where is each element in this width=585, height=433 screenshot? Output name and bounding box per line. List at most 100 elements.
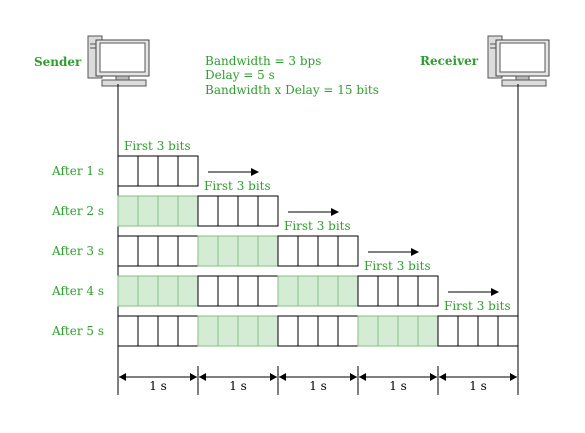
first-3-bits-label: First 3 bits (284, 219, 351, 233)
bit-block-outline (357, 275, 439, 307)
axis-arrow-right (510, 373, 517, 381)
delay-text: Delay = 5 s (205, 68, 275, 82)
bit-cell-filled (357, 315, 379, 347)
bit-cell-filled (377, 315, 399, 347)
axis-arrow-right (270, 373, 277, 381)
bit-cell (197, 275, 219, 307)
bit-cell (357, 275, 379, 307)
bit-cell (157, 155, 179, 187)
first-3-bits-label: First 3 bits (444, 299, 511, 313)
bit-cell-filled (137, 195, 159, 227)
bit-cell (237, 195, 259, 227)
bit-cell (417, 275, 439, 307)
first-3-bits-label: First 3 bits (364, 259, 431, 273)
bit-cell (237, 275, 259, 307)
axis-arrow-left (359, 373, 366, 381)
bit-cell (177, 315, 199, 347)
bit-cell (257, 275, 279, 307)
bit-cell-filled (257, 315, 279, 347)
bit-cell (277, 315, 299, 347)
bit-cell-filled (177, 195, 199, 227)
sender-label: Sender (34, 55, 82, 69)
row-label: After 4 s (51, 284, 104, 298)
axis-arrow-right (430, 373, 437, 381)
bit-block-outline (277, 235, 359, 267)
time-interval-label: 1 s (229, 379, 247, 393)
bit-cell (257, 195, 279, 227)
first-3-bits-label: First 3 bits (204, 179, 271, 193)
bit-block-outline (197, 195, 279, 227)
bit-cell-filled (137, 275, 159, 307)
bit-cell-filled (157, 195, 179, 227)
bit-cell (137, 315, 159, 347)
row-label: After 5 s (51, 324, 104, 338)
bit-cell-filled (217, 315, 239, 347)
axis-arrow-left (439, 373, 446, 381)
bit-block-outline (117, 155, 199, 187)
bit-cell-filled (277, 275, 299, 307)
bit-cell (157, 315, 179, 347)
axis-arrow-left (279, 373, 286, 381)
bit-cell-filled (417, 315, 439, 347)
bit-cell (377, 275, 399, 307)
bit-cell (217, 275, 239, 307)
bit-cell-filled (397, 315, 419, 347)
row-label: After 1 s (51, 164, 104, 178)
receiver-label: Receiver (420, 54, 479, 68)
bit-cell-filled (337, 275, 359, 307)
bit-cell (457, 315, 479, 347)
bit-cell (177, 235, 199, 267)
bit-cell (277, 235, 299, 267)
bit-block-outline (437, 315, 519, 347)
bandwidth-delay-product-text: Bandwidth x Delay = 15 bits (205, 83, 379, 97)
row-label: After 3 s (51, 244, 104, 258)
time-axis: 1 s 1 s 1 s 1 s 1 s (117, 366, 519, 395)
bit-cell (197, 195, 219, 227)
bit-cell-filled (317, 275, 339, 307)
bit-cell (397, 275, 419, 307)
bit-cell-filled (217, 235, 239, 267)
axis-arrow-left (119, 373, 126, 381)
sender-computer-icon (87, 35, 150, 87)
bit-cell (177, 155, 199, 187)
bit-cell-filled (157, 275, 179, 307)
bit-cell-filled (297, 275, 319, 307)
bit-cell (137, 155, 159, 187)
axis-arrow-right (350, 373, 357, 381)
bit-cell (117, 315, 139, 347)
bit-cell (337, 315, 359, 347)
bit-cell (117, 155, 139, 187)
bit-cell-filled (197, 235, 219, 267)
bit-cell (137, 235, 159, 267)
bit-cell (317, 235, 339, 267)
bit-cell-filled (177, 275, 199, 307)
bit-cell (117, 235, 139, 267)
bit-cell (217, 195, 239, 227)
time-interval-label: 1 s (389, 379, 407, 393)
first-3-bits-label: First 3 bits (124, 139, 191, 153)
bit-cell (317, 315, 339, 347)
bit-cell (337, 235, 359, 267)
bit-cell (297, 315, 319, 347)
receiver-computer-icon (487, 35, 550, 87)
bit-cell (157, 235, 179, 267)
axis-arrow-left (199, 373, 206, 381)
bit-cell (477, 315, 499, 347)
bit-cell-filled (117, 275, 139, 307)
transmission-rows: After 1 s After 2 s After 3 s After 4 s Afte… (51, 155, 519, 347)
bit-cell-filled (237, 315, 259, 347)
bit-cell-filled (197, 315, 219, 347)
bit-cell-filled (237, 235, 259, 267)
time-interval-label: 1 s (309, 379, 327, 393)
time-interval-label: 1 s (149, 379, 167, 393)
bit-cell-filled (257, 235, 279, 267)
bit-cell (497, 315, 519, 347)
bit-cell (297, 235, 319, 267)
time-interval-label: 1 s (469, 379, 487, 393)
bit-cell-filled (117, 195, 139, 227)
bit-cell (437, 315, 459, 347)
bandwidth-text: Bandwidth = 3 bps (205, 54, 321, 68)
row-label: After 2 s (51, 204, 104, 218)
